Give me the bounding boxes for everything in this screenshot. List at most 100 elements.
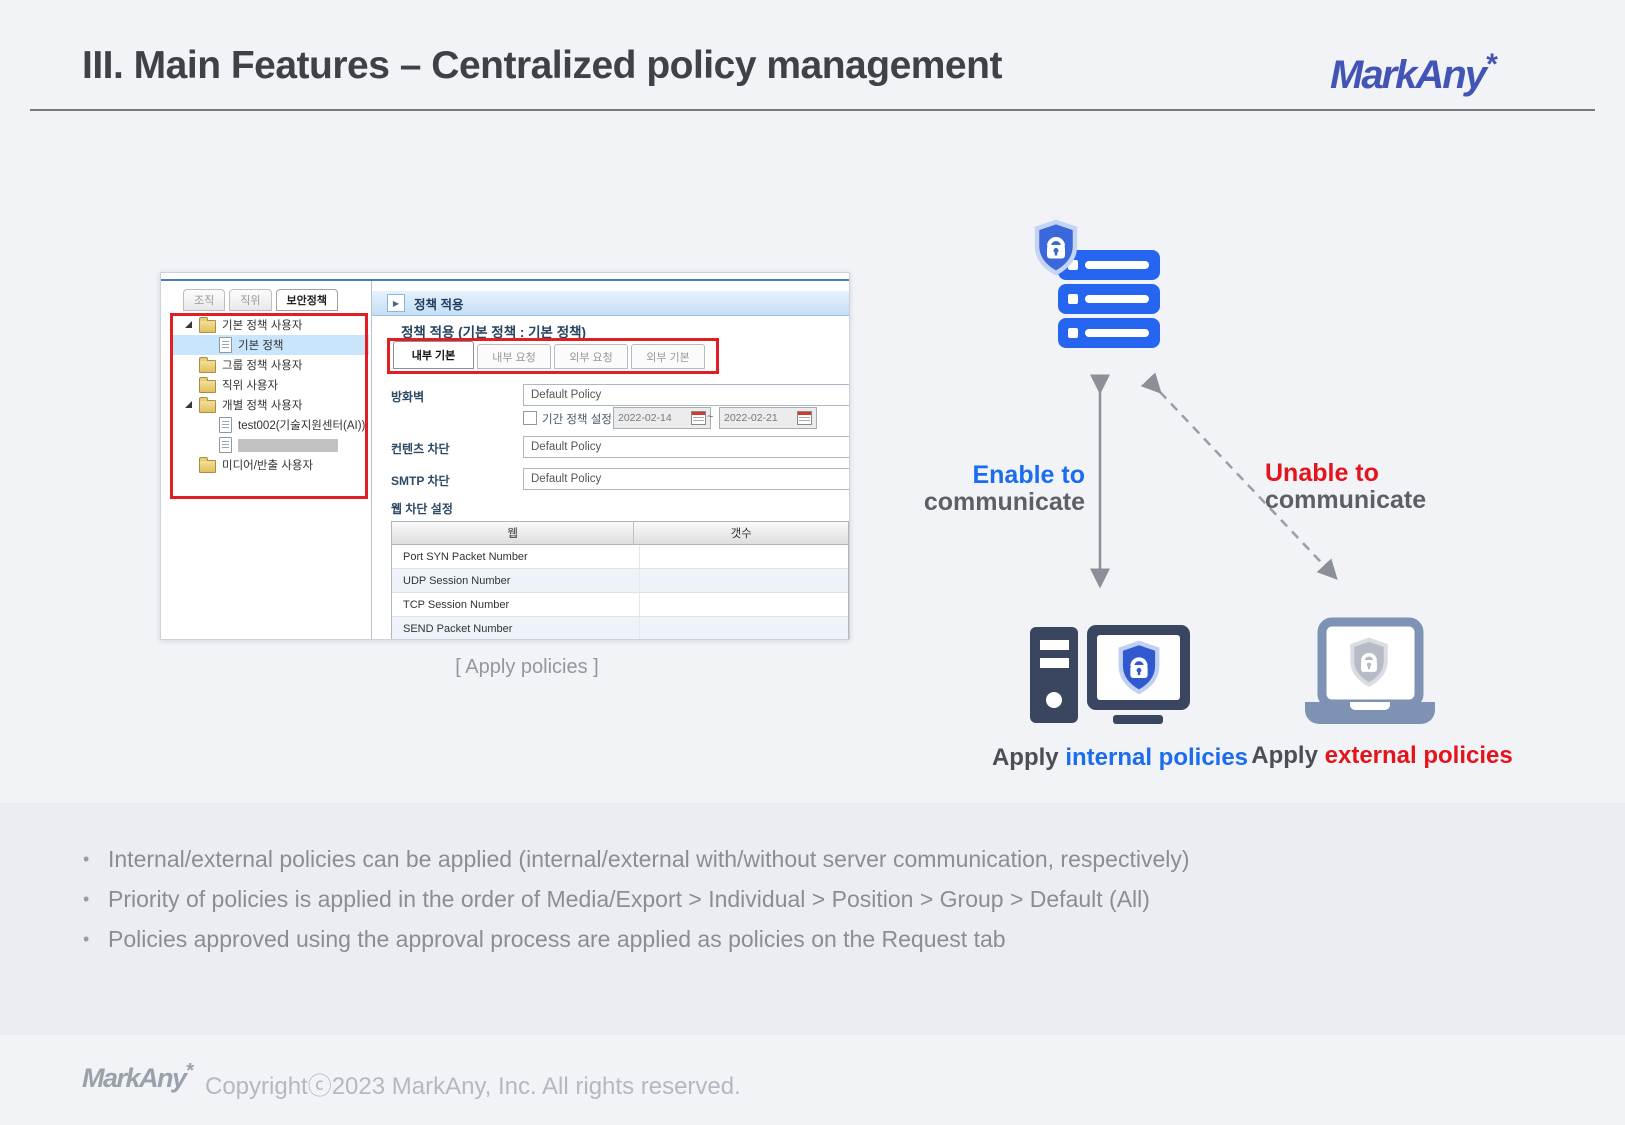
- desktop-pc-icon: [1030, 625, 1190, 724]
- tree-item-label: test002(기술지원센터(AI)): [238, 420, 366, 432]
- panel-divider: [371, 281, 372, 639]
- col-header-count: 갯수: [730, 528, 752, 540]
- folder-icon: [199, 356, 216, 373]
- tab-organization[interactable]: 조직: [183, 289, 226, 311]
- folder-icon: [199, 456, 216, 473]
- table-row[interactable]: TCP Session Number: [392, 593, 848, 617]
- bullet-item: •Priority of policies is applied in the …: [83, 879, 1190, 919]
- tree-item[interactable]: 개별 정책 사용자: [171, 395, 369, 415]
- bullet-dot: •: [83, 849, 90, 869]
- expander-spacer: [183, 380, 199, 390]
- markany-logo: MarkAny*: [1330, 48, 1497, 97]
- table-cell-web: TCP Session Number: [392, 593, 640, 616]
- tree-item[interactable]: test002(기술지원센터(AI)): [171, 415, 369, 435]
- expander-spacer: [183, 360, 199, 370]
- folder-icon: [199, 396, 216, 413]
- tree-item-label: 기본 정책: [238, 340, 284, 352]
- logo-asterisk-icon: *: [185, 1060, 194, 1082]
- date-from-picker[interactable]: 2022-02-14: [613, 407, 711, 429]
- collapse-arrow-icon[interactable]: ▶: [387, 294, 405, 312]
- tree-item-label: 그룹 정책 사용자: [222, 360, 303, 372]
- org-tab-bar: 조직 직위 보안정책: [183, 289, 338, 311]
- table-cell-count: [640, 617, 848, 639]
- policy-apply-header: ▶ 정책 적용: [372, 291, 849, 316]
- tab-security-policy[interactable]: 보안정책: [275, 289, 338, 311]
- tab-position[interactable]: 직위: [229, 289, 272, 311]
- tree-item-label: 개별 정책 사용자: [222, 400, 303, 412]
- communication-arrows: [1090, 372, 1338, 589]
- table-cell-count: [640, 545, 848, 568]
- unable-arrow: [1140, 372, 1338, 580]
- contents-block-input[interactable]: Default Policy: [523, 436, 849, 458]
- tab-internal-request[interactable]: 내부 요청: [477, 344, 551, 369]
- folder-icon: [199, 316, 216, 333]
- table-row[interactable]: UDP Session Number: [392, 569, 848, 593]
- expander-spacer: [203, 420, 219, 430]
- screenshot-caption: [ Apply policies ]: [455, 656, 599, 678]
- tab-external-default[interactable]: 외부 기본: [631, 344, 705, 369]
- table-cell-web: SEND Packet Number: [392, 617, 640, 639]
- tree-item-label: 미디어/반출 사용자: [222, 460, 314, 472]
- document-icon: [219, 417, 232, 433]
- table-cell-count: [640, 569, 848, 592]
- page-title: III. Main Features – Centralized policy …: [82, 44, 1002, 87]
- tree-item[interactable]: 그룹 정책 사용자: [171, 355, 369, 375]
- summary-band: •Internal/external policies can be appli…: [0, 803, 1625, 1035]
- folder-icon: [199, 376, 216, 393]
- shield-lock-icon: [1118, 640, 1160, 695]
- tree-item[interactable]: 직위 사용자: [171, 375, 369, 395]
- date-range-separator: ~: [707, 411, 714, 423]
- policy-apply-title: 정책 적용 (기본 정책 : 기본 정책): [401, 325, 587, 340]
- table-row[interactable]: SEND Packet Number: [392, 617, 848, 639]
- document-icon: [219, 437, 232, 453]
- table-cell-web: UDP Session Number: [392, 569, 640, 592]
- expander-spacer: [203, 440, 219, 450]
- tab-external-request[interactable]: 외부 요청: [554, 344, 628, 369]
- firewall-label: 방화벽: [391, 390, 425, 404]
- tree-item[interactable]: 기본 정책: [171, 335, 369, 355]
- table-header-row: 웹 갯수: [392, 522, 848, 545]
- footer-markany-logo: MarkAny*: [82, 1060, 194, 1093]
- firewall-policy-input[interactable]: Default Policy: [523, 384, 849, 406]
- server-icon: [1034, 219, 1160, 348]
- tree-item[interactable]: 기본 정책 사용자: [171, 315, 369, 335]
- table-cell-web: Port SYN Packet Number: [392, 545, 640, 568]
- col-header-web: 웹: [392, 522, 635, 544]
- unable-communicate-label: Unable to communicate: [1265, 459, 1427, 514]
- title-divider: [30, 109, 1595, 111]
- date-to-picker[interactable]: 2022-02-21: [719, 407, 817, 429]
- table-row[interactable]: Port SYN Packet Number: [392, 545, 848, 569]
- expander-icon[interactable]: [183, 400, 199, 410]
- copyright-text: Copyrightⓒ2023 MarkAny, Inc. All rights …: [205, 1073, 741, 1100]
- tree-item[interactable]: [171, 435, 369, 455]
- bullet-item: •Policies approved using the approval pr…: [83, 919, 1190, 959]
- calendar-icon[interactable]: [797, 411, 812, 425]
- table-cell-count: [640, 593, 848, 616]
- policy-apply-header-label: 정책 적용: [414, 297, 464, 312]
- enable-communicate-label: Enable to communicate: [923, 461, 1085, 516]
- calendar-icon[interactable]: [691, 411, 706, 425]
- expander-spacer: [183, 460, 199, 470]
- logo-asterisk-icon: *: [1484, 48, 1497, 81]
- smtp-block-label: SMTP 차단: [391, 474, 450, 488]
- expander-spacer: [203, 340, 219, 350]
- smtp-block-input[interactable]: Default Policy: [523, 468, 849, 490]
- bullet-dot: •: [83, 889, 90, 909]
- tree-item-label: 직위 사용자: [222, 380, 279, 392]
- policy-tab-bar: 내부 기본 내부 요청 외부 요청 외부 기본: [393, 341, 705, 369]
- bullet-item: •Internal/external policies can be appli…: [83, 839, 1190, 879]
- shield-lock-icon: [1350, 637, 1388, 687]
- tree-item[interactable]: 미디어/반출 사용자: [171, 455, 369, 475]
- expander-icon[interactable]: [183, 320, 199, 330]
- period-policy-checkbox[interactable]: [523, 411, 537, 425]
- web-block-section-title: 웹 차단 설정: [391, 502, 453, 516]
- period-policy-label: 기간 정책 설정: [542, 414, 612, 426]
- tab-internal-default[interactable]: 내부 기본: [393, 341, 474, 369]
- bullet-text: Policies approved using the approval pro…: [108, 926, 1006, 952]
- apply-internal-label: Apply internal policies: [991, 744, 1249, 771]
- tree-item-label: 기본 정책 사용자: [222, 320, 303, 332]
